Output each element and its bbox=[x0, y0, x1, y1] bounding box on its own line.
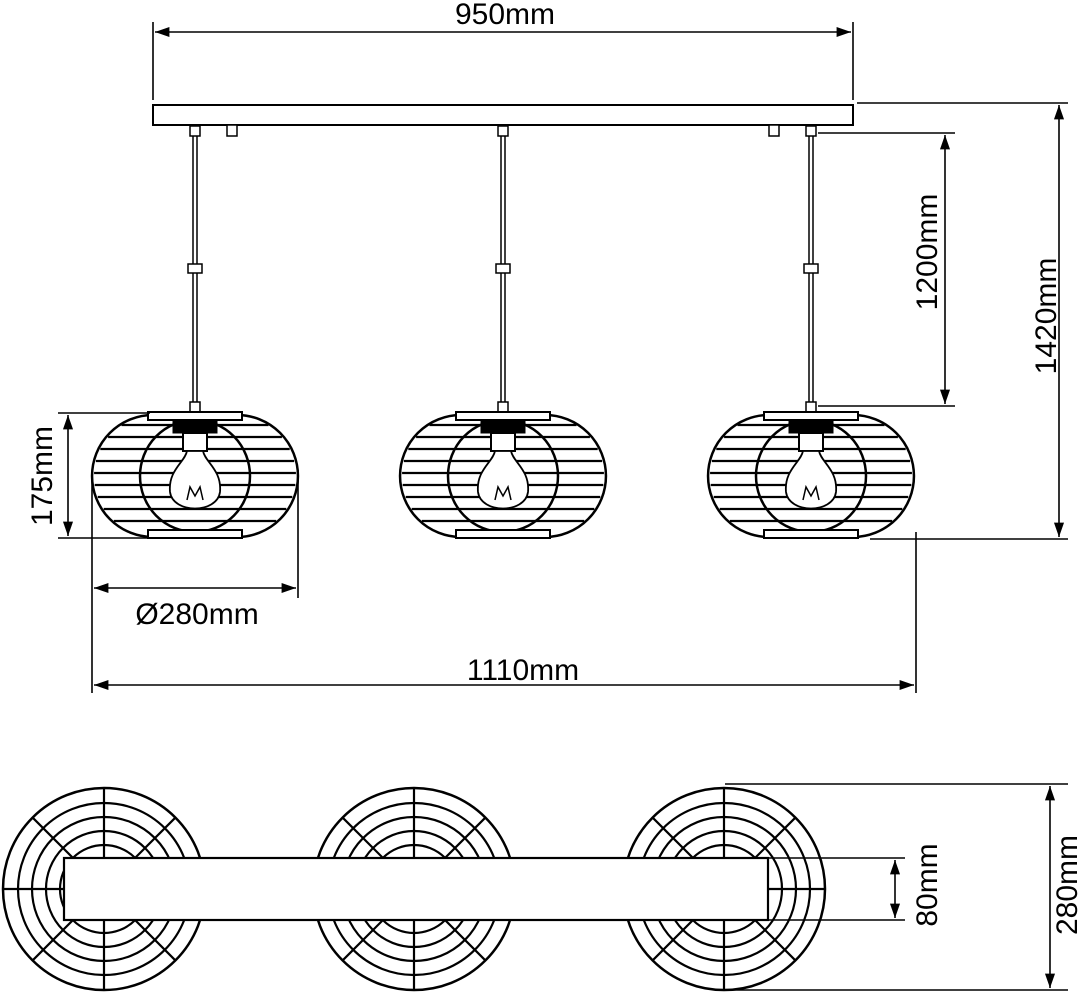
lamp-socket bbox=[172, 420, 218, 434]
canopy-stud bbox=[768, 124, 780, 137]
ceiling-canopy bbox=[152, 104, 854, 126]
cable-grip bbox=[497, 125, 509, 137]
canopy-length-label: 950mm bbox=[455, 0, 555, 31]
pendant-2 bbox=[398, 125, 608, 539]
dimension-canopy-depth: 80mm bbox=[768, 843, 944, 927]
dimension-top-depth: 280mm bbox=[725, 783, 1080, 991]
dimension-total-width: 1110mm bbox=[94, 532, 917, 693]
cable-clamp bbox=[187, 263, 203, 274]
lamp-socket bbox=[788, 420, 834, 434]
light-bulb bbox=[477, 450, 529, 510]
shade-height-label: 175mm bbox=[26, 426, 59, 526]
socket-collar bbox=[182, 432, 208, 452]
canopy-stud bbox=[226, 124, 238, 137]
total-width-label: 1110mm bbox=[467, 654, 579, 687]
bulb-filament bbox=[494, 484, 512, 501]
front-view bbox=[90, 104, 916, 539]
bottom-band bbox=[147, 529, 243, 539]
light-bulb bbox=[169, 450, 221, 510]
top-depth-label: 280mm bbox=[1051, 835, 1080, 935]
canopy-top bbox=[62, 856, 770, 922]
lamp-socket bbox=[480, 420, 526, 434]
cable-clamp bbox=[803, 263, 819, 274]
dimension-shade-height: 175mm bbox=[26, 412, 150, 539]
bulb-filament bbox=[802, 484, 820, 501]
top-band bbox=[147, 411, 243, 421]
pendant-group bbox=[90, 125, 916, 539]
dimension-shade-diameter: Ø280mm bbox=[91, 470, 299, 693]
light-bulb bbox=[785, 450, 837, 510]
dimension-canopy-length: 950mm bbox=[152, 0, 854, 100]
socket-collar bbox=[490, 432, 516, 452]
pendant-3 bbox=[706, 125, 916, 539]
top-view bbox=[1, 786, 827, 992]
socket-collar bbox=[798, 432, 824, 452]
top-band bbox=[455, 411, 551, 421]
dimension-total-height: 1420mm bbox=[857, 102, 1068, 540]
bottom-band bbox=[763, 529, 859, 539]
cable-clamp bbox=[495, 263, 511, 274]
canopy-depth-label: 80mm bbox=[911, 843, 944, 926]
total-height-label: 1420mm bbox=[1030, 258, 1063, 375]
top-band bbox=[763, 411, 859, 421]
dimension-cable-length: 1200mm bbox=[818, 132, 955, 407]
bulb-filament bbox=[186, 484, 204, 501]
bottom-band bbox=[455, 529, 551, 539]
cable-grip bbox=[805, 125, 817, 137]
cable-length-label: 1200mm bbox=[911, 194, 944, 311]
shade-diameter-label: Ø280mm bbox=[135, 598, 258, 631]
pendant-1 bbox=[90, 125, 300, 539]
cable-grip bbox=[189, 125, 201, 137]
